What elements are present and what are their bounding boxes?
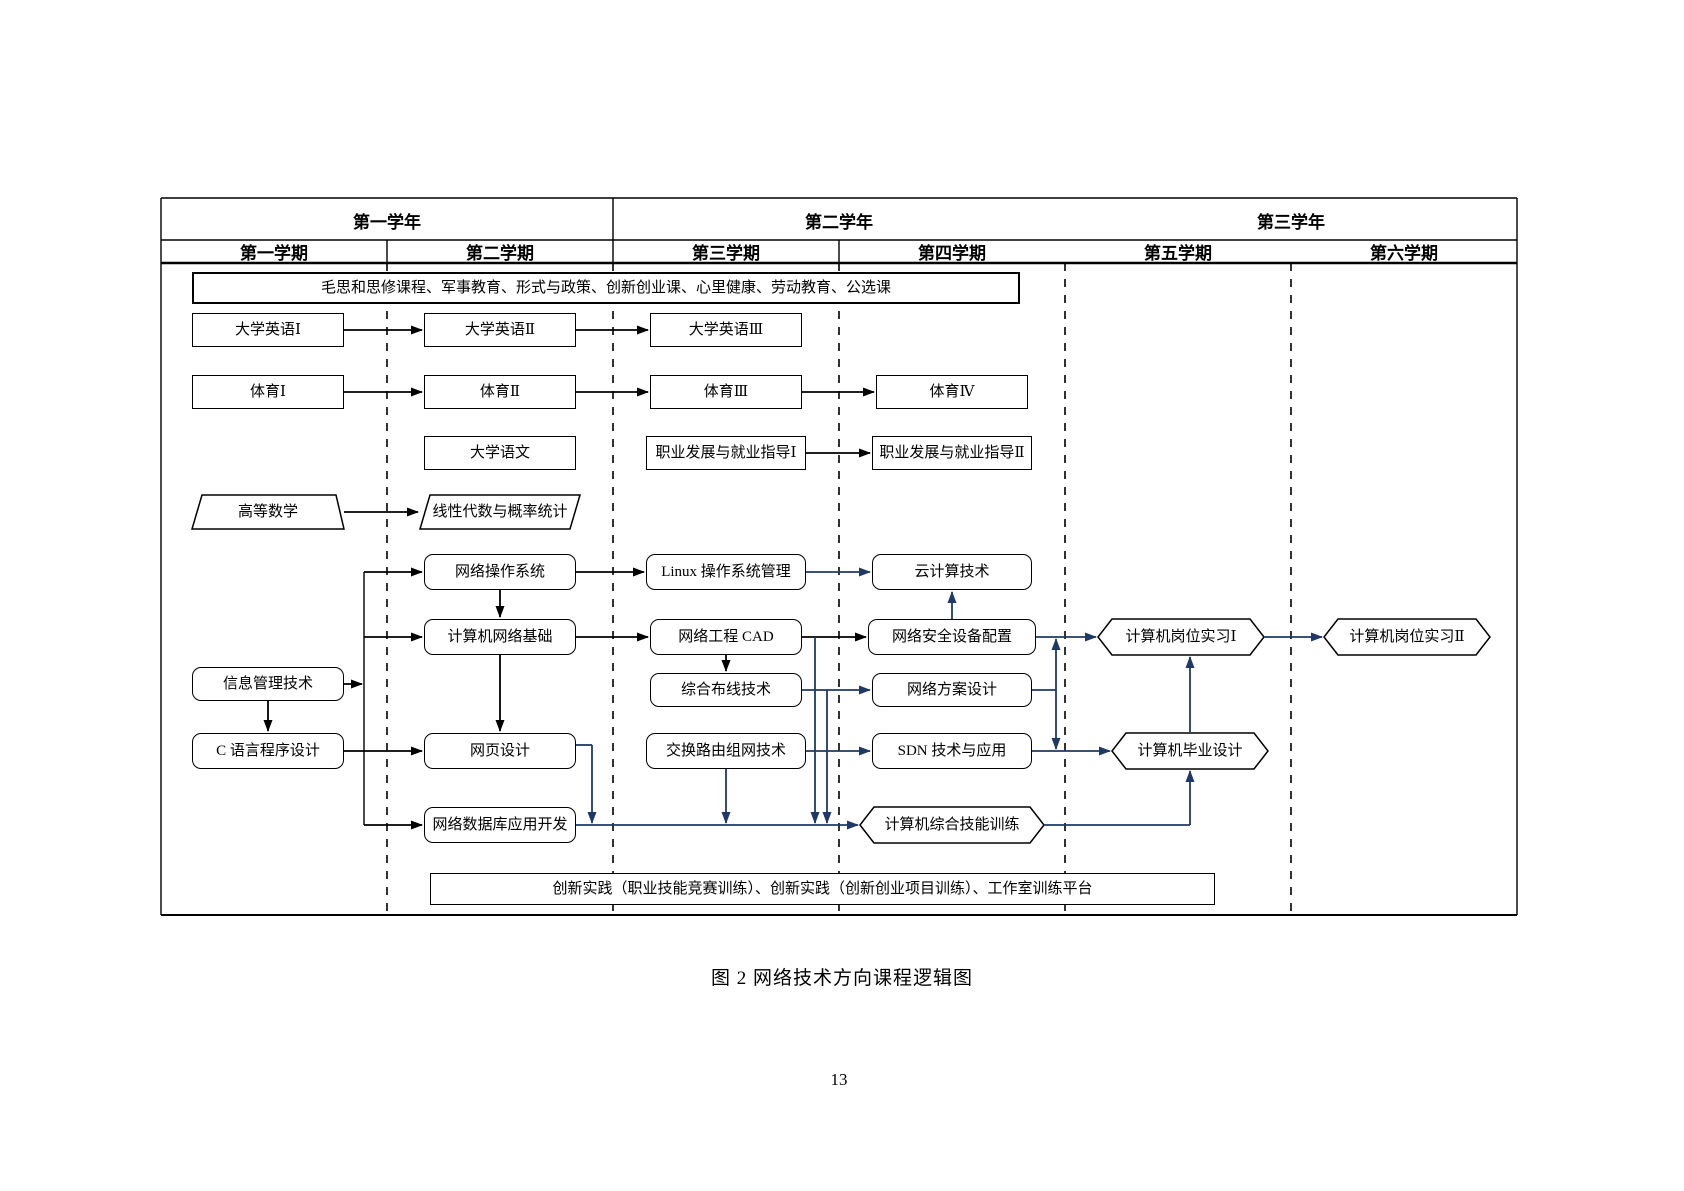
node-linux-admin: Linux 操作系统管理 [646,554,806,590]
semester-label-1: 第一学期 [240,243,308,263]
semester-label-5: 第五学期 [1144,243,1212,263]
semester-label-2: 第二学期 [466,243,534,263]
figure-caption: 图 2 网络技术方向课程逻辑图 [710,968,974,989]
node-innovation-practice: 创新实践（职业技能竞赛训练）、创新实践（创新创业项目训练）、工作室训练平台 [430,873,1215,905]
node-pe-1: 体育Ⅰ [192,375,344,409]
skilltrain-hexagon [859,806,1045,844]
semester-label-6: 第六学期 [1370,243,1438,263]
node-career-guidance-2: 职业发展与就业指导Ⅱ [872,436,1032,470]
intern1-hexagon [1097,618,1265,656]
node-cabling: 综合布线技术 [650,673,802,707]
node-network-cad: 网络工程 CAD [650,619,802,655]
node-pe-3: 体育Ⅲ [650,375,802,409]
node-english-3: 大学英语Ⅲ [650,313,802,347]
node-skills-training: 计算机综合技能训练 [884,816,1020,833]
node-network-planning: 网络方案设计 [872,673,1032,707]
node-info-management: 信息管理技术 [192,667,344,701]
year-label-2: 第二学年 [805,212,873,232]
node-college-chinese: 大学语文 [424,436,576,470]
node-shapes [190,494,1491,844]
node-c-language: C 语言程序设计 [192,733,344,769]
node-network-security: 网络安全设备配置 [868,619,1036,655]
node-career-guidance-1: 职业发展与就业指导Ⅰ [646,436,806,470]
node-internship-1: 计算机岗位实习Ⅰ [1125,628,1237,645]
node-advanced-math: 高等数学 [237,503,298,520]
node-switching-routing: 交换路由组网技术 [646,733,806,769]
node-network-database: 网络数据库应用开发 [424,807,576,843]
page-number: 13 [830,1070,848,1089]
year-label-3: 第三学年 [1257,212,1325,232]
year-label-1: 第一学年 [353,212,421,232]
advanced-math-trapezoid [190,494,345,530]
node-english-2: 大学英语Ⅱ [424,313,576,347]
intern2-hexagon [1323,618,1491,656]
node-web-design: 网页设计 [424,733,576,769]
node-graduation-project: 计算机毕业设计 [1137,742,1243,759]
node-pe-4: 体育Ⅳ [876,375,1028,409]
node-general-courses: 毛思和思修课程、军事教育、形式与政策、创新创业课、心里健康、劳动教育、公选课 [192,272,1020,304]
node-sdn: SDN 技术与应用 [872,733,1032,769]
semester-label-4: 第四学期 [918,243,986,263]
blue-connectors [576,567,1323,830]
semester-label-3: 第三学期 [692,243,760,263]
node-internship-2: 计算机岗位实习Ⅱ [1349,628,1465,645]
node-pe-2: 体育Ⅱ [424,375,576,409]
node-linear-algebra: 线性代数与概率统计 [432,503,568,520]
column-separators [386,263,1292,915]
node-english-1: 大学英语Ⅰ [192,313,344,347]
black-connectors [263,325,875,830]
node-network-os: 网络操作系统 [424,554,576,590]
gradproj-hexagon [1111,732,1269,770]
node-cloud-computing: 云计算技术 [872,554,1032,590]
linear-algebra-parallelogram [418,494,582,530]
node-network-basics: 计算机网络基础 [424,619,576,655]
